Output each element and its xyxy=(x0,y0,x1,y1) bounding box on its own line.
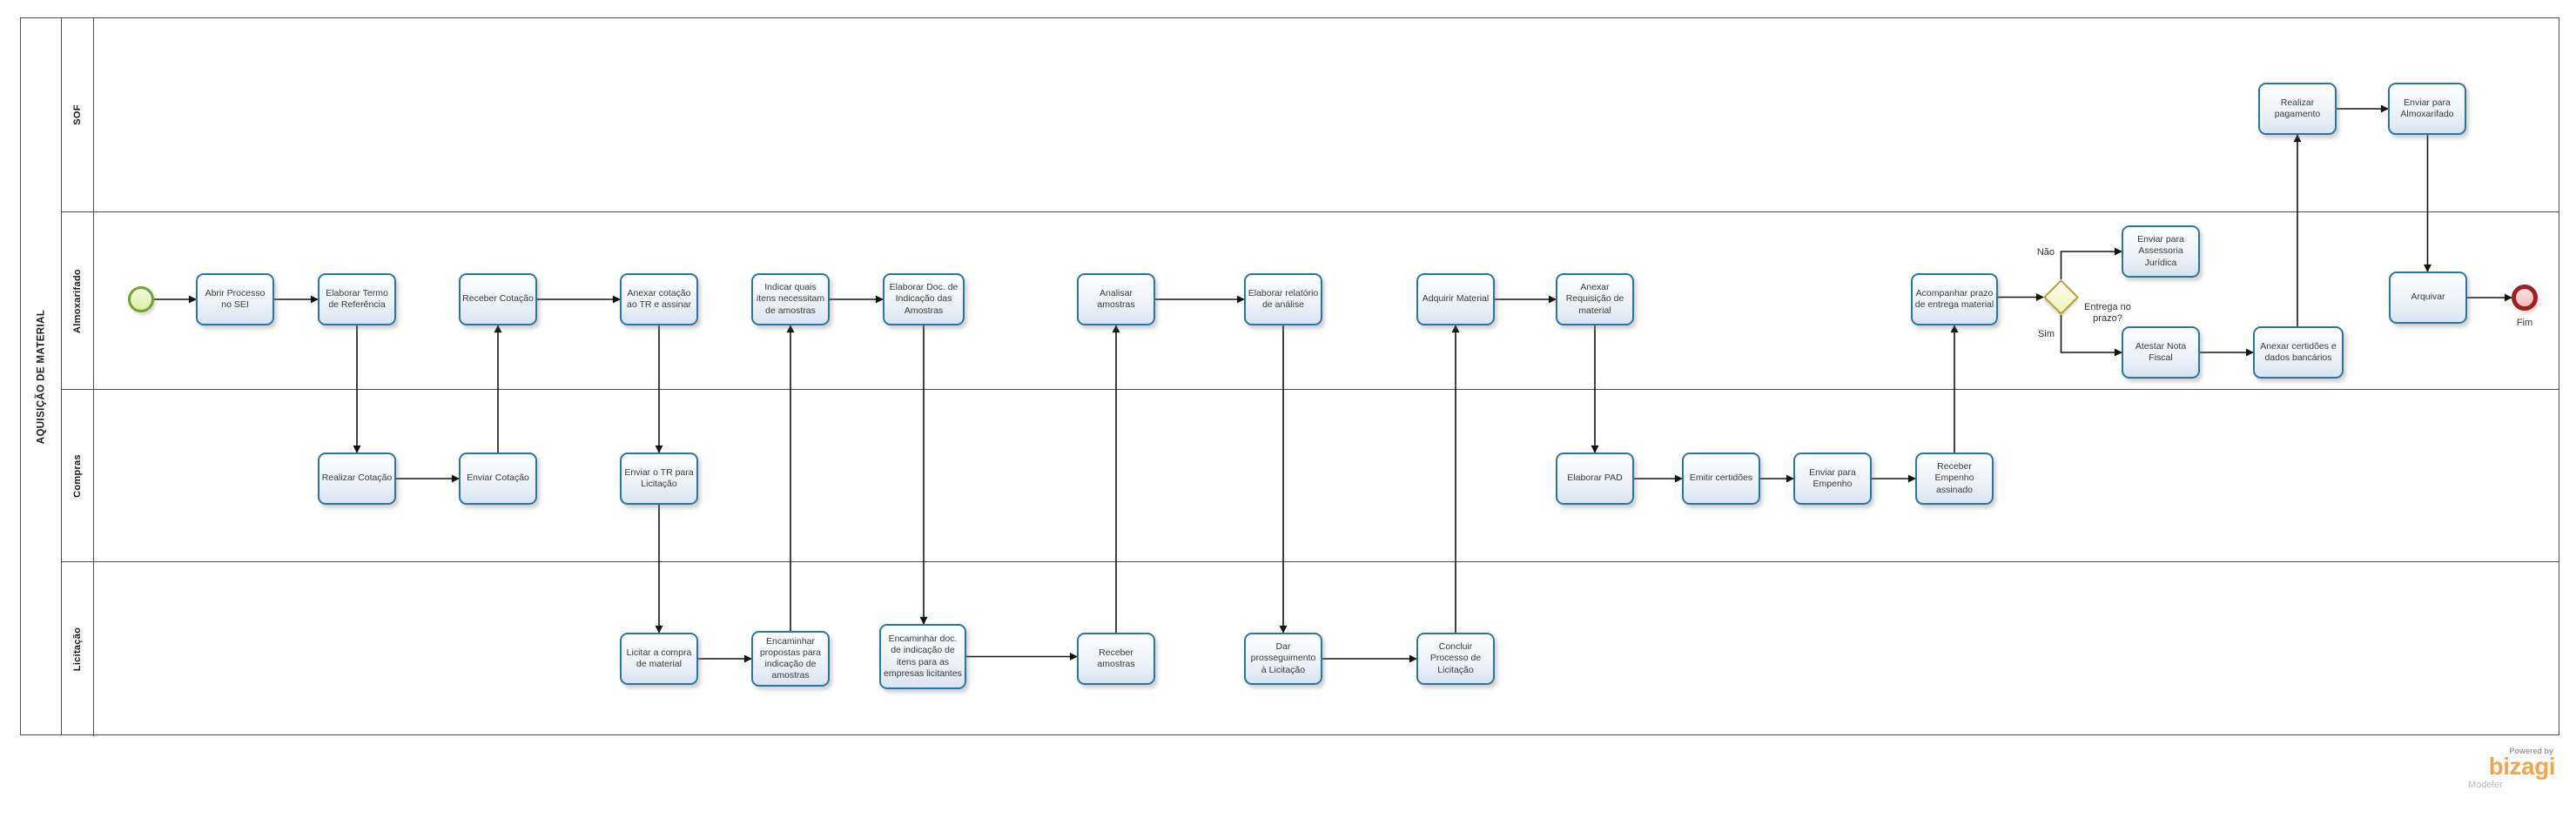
lane-label-cell-licitacao: Licitação xyxy=(62,562,94,736)
task-realizar-cotacao[interactable]: Realizar Cotação xyxy=(318,453,396,505)
task-label: Enviar para Assessoria Jurídica xyxy=(2137,234,2184,268)
gateway-no-label: Não xyxy=(2036,247,2055,258)
task-indicar-quais-itens-necessitam-de-amostras[interactable]: Indicar quais itens necessitam de amostr… xyxy=(751,273,830,325)
task-label: Enviar o TR para Licitação xyxy=(624,466,694,489)
task-label: Atestar Nota Fiscal xyxy=(2135,340,2187,363)
task-dar-prosseguimento-a-licitacao[interactable]: Dar prosseguimento à Licitação xyxy=(1244,633,1322,685)
task-anexar-certidoes-e-dados-bancarios[interactable]: Anexar certidões e dados bancários xyxy=(2253,326,2344,379)
end-event[interactable] xyxy=(2512,285,2538,311)
lane-label-cell-compras: Compras xyxy=(62,390,94,561)
task-label: Enviar Cotação xyxy=(467,473,529,484)
gateway-yes-label: Sim xyxy=(2038,329,2055,339)
task-realizar-pagamento[interactable]: Realizar pagamento xyxy=(2258,83,2337,135)
task-abrir-processo-no-sei[interactable]: Abrir Processo no SEI xyxy=(196,273,274,325)
task-label: Abrir Processo no SEI xyxy=(205,287,266,310)
task-elaborar-relatorio-de-analise[interactable]: Elaborar relatório de análise xyxy=(1244,273,1322,325)
task-label: Dar prosseguimento à Licitação xyxy=(1250,641,1316,675)
task-label: Elaborar Doc. de Indicação das Amostras xyxy=(889,282,958,316)
end-event-label: Fim xyxy=(2516,318,2533,328)
flow-gw-to-a12 xyxy=(2060,247,2122,279)
task-receber-cotacao[interactable]: Receber Cotação xyxy=(459,273,537,325)
lane-label-cell-almoxarifado: Almoxarifado xyxy=(62,212,94,389)
task-label: Elaborar Termo de Referência xyxy=(326,287,388,310)
task-enviar-para-almoxarifado[interactable]: Enviar para Almoxarifado xyxy=(2388,83,2466,135)
task-enviar-para-empenho[interactable]: Enviar para Empenho xyxy=(1793,453,1872,505)
task-emitir-certidoes[interactable]: Emitir certidões xyxy=(1682,453,1760,505)
task-anexar-requisicao-de-material[interactable]: Anexar Requisição de material xyxy=(1556,273,1634,325)
task-label: Acompanhar prazo de entrega material xyxy=(1914,287,1994,310)
bizagi-logo: bizagi xyxy=(2488,753,2556,780)
task-label: Receber Cotação xyxy=(462,293,534,305)
task-licitar-a-compra-de-material[interactable]: Licitar a compra de material xyxy=(620,633,698,685)
task-atestar-nota-fiscal[interactable]: Atestar Nota Fiscal xyxy=(2122,326,2200,379)
task-label: Receber Empenho assinado xyxy=(1934,461,1974,495)
lane-licitacao: Licitação xyxy=(62,561,2559,736)
task-analisar-amostras[interactable]: Analisar amostras xyxy=(1077,273,1155,325)
task-elaborar-termo-de-referencia[interactable]: Elaborar Termo de Referência xyxy=(318,273,396,325)
bizagi-watermark: Powered by bizagi Modeler xyxy=(2465,747,2556,790)
flow-gw-to-a13 xyxy=(2060,315,2122,357)
task-label: Realizar pagamento xyxy=(2274,97,2321,119)
task-enviar-cotacao[interactable]: Enviar Cotação xyxy=(459,453,537,505)
task-label: Enviar para Empenho xyxy=(1809,466,1856,489)
pool-label-cell: AQUISIÇÃO DE MATERIAL xyxy=(21,18,62,734)
task-label: Arquivar xyxy=(2411,292,2445,303)
task-label: Realizar Cotação xyxy=(321,473,393,484)
task-label: Adquirir Material xyxy=(1422,293,1490,305)
task-encaminhar-propostas-para-indicacao-de-amostras[interactable]: Encaminhar propostas para indicação de a… xyxy=(751,631,830,687)
task-label: Licitar a compra de material xyxy=(626,647,692,669)
task-receber-empenho-assinado[interactable]: Receber Empenho assinado xyxy=(1915,453,1994,505)
task-label: Emitir certidões xyxy=(1689,473,1753,484)
task-label: Anexar Requisição de material xyxy=(1565,282,1624,316)
task-enviar-o-tr-para-licitacao[interactable]: Enviar o TR para Licitação xyxy=(620,453,698,505)
task-receber-amostras[interactable]: Receber amostras xyxy=(1077,633,1155,685)
task-adquirir-material[interactable]: Adquirir Material xyxy=(1416,273,1495,325)
powered-by-text: Powered by xyxy=(2509,747,2553,755)
lane-compras: Compras xyxy=(62,389,2559,561)
task-label: Concluir Processo de Licitação xyxy=(1429,641,1482,675)
task-label: Receber amostras xyxy=(1097,647,1135,669)
lane-label-cell-sof: SOF xyxy=(62,18,94,211)
lane-almoxarifado: Almoxarifado xyxy=(62,211,2559,389)
task-label: Encaminhar propostas para indicação de a… xyxy=(759,635,822,681)
task-label: Enviar para Almoxarifado xyxy=(2400,97,2454,119)
lane-sof: SOF xyxy=(62,18,2559,211)
task-concluir-processo-de-licitacao[interactable]: Concluir Processo de Licitação xyxy=(1416,633,1495,685)
task-encaminhar-doc-de-indicacao-de-itens-para-as-empresas-licitantes[interactable]: Encaminhar doc. de indicação de itens pa… xyxy=(879,624,966,689)
task-acompanhar-prazo-de-entrega-material[interactable]: Acompanhar prazo de entrega material xyxy=(1911,273,1998,325)
task-label: Encaminhar doc. de indicação de itens pa… xyxy=(884,634,962,679)
task-elaborar-doc-de-indicacao-das-amostras[interactable]: Elaborar Doc. de Indicação das Amostras xyxy=(883,273,965,325)
task-label: Elaborar PAD xyxy=(1567,473,1623,484)
gateway-entrega-no-prazo[interactable] xyxy=(2042,278,2080,316)
task-elaborar-pad[interactable]: Elaborar PAD xyxy=(1556,453,1634,505)
task-label: Anexar cotação ao TR e assinar xyxy=(627,287,691,310)
task-label: Indicar quais itens necessitam de amostr… xyxy=(756,282,825,316)
task-arquivar[interactable]: Arquivar xyxy=(2389,272,2467,324)
task-enviar-para-assessoria-juridica[interactable]: Enviar para Assessoria Jurídica xyxy=(2122,225,2200,278)
gateway-question-label: Entrega no prazo? xyxy=(2084,302,2131,324)
task-anexar-cotacao-ao-tr-e-assinar[interactable]: Anexar cotação ao TR e assinar xyxy=(620,273,698,325)
task-label: Anexar certidões e dados bancários xyxy=(2260,340,2337,363)
task-label: Elaborar relatório de análise xyxy=(1248,287,1319,310)
task-label: Analisar amostras xyxy=(1097,287,1135,310)
modeler-text: Modeler xyxy=(2468,779,2503,790)
start-event[interactable] xyxy=(128,286,154,312)
